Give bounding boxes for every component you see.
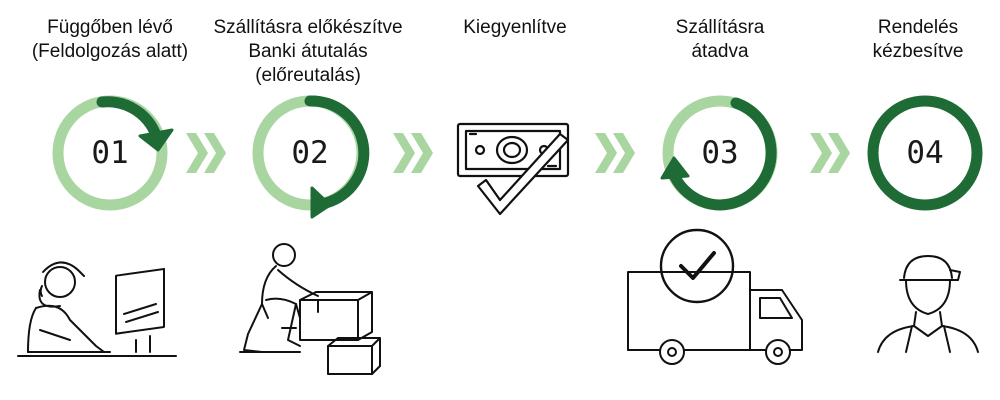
step-4-number: 03 <box>701 135 739 171</box>
step-5-label-line-1: Rendelés <box>877 17 959 38</box>
chevron-1-icon <box>186 133 226 173</box>
worker-packing-boxes-icon <box>239 243 381 375</box>
ring-03-icon <box>660 95 778 211</box>
step-4-label: Szállításra átadva <box>610 16 830 64</box>
step-1-label-line-1: Függőben lévő <box>47 17 173 38</box>
step-5-label-line-2: kézbesítve <box>872 41 964 62</box>
step-4-label-line-2: átadva <box>691 41 749 62</box>
step-3-label-line-1: Kiegyenlítve <box>463 17 567 38</box>
courier-icon <box>877 255 979 353</box>
step-2-label-line-2: Banki átutalás <box>248 41 368 62</box>
banknote-check-icon <box>456 122 570 216</box>
step-3-label: Kiegyenlítve <box>405 16 625 40</box>
chevron-arrows <box>186 133 850 173</box>
step-2-label-line-1: Szállításra előkészítve <box>213 17 403 38</box>
worker-at-computer-icon <box>17 261 177 357</box>
step-4-label-line-1: Szállításra <box>675 17 765 38</box>
step-2-number: 02 <box>291 135 329 171</box>
chevron-3-icon <box>595 133 635 173</box>
step-2-label: Szállításra előkészítve Banki átutalás (… <box>198 16 418 88</box>
chevron-4-icon <box>810 133 850 173</box>
ring-01-icon <box>52 95 174 211</box>
step-1-label-line-2: (Feldolgozás alatt) <box>31 41 189 62</box>
ring-02-icon <box>252 95 370 219</box>
chevron-2-icon <box>393 133 433 173</box>
step-5-label: Rendelés kézbesítve <box>808 16 1000 64</box>
ring-04-icon <box>867 95 983 211</box>
step-2-label-line-3: (előreutalás) <box>255 65 361 86</box>
step-5-number: 04 <box>906 135 944 171</box>
step-1-label: Függőben lévő (Feldolgozás alatt) <box>0 16 220 64</box>
step-1-number: 01 <box>91 135 129 171</box>
delivery-truck-check-icon <box>627 228 803 365</box>
